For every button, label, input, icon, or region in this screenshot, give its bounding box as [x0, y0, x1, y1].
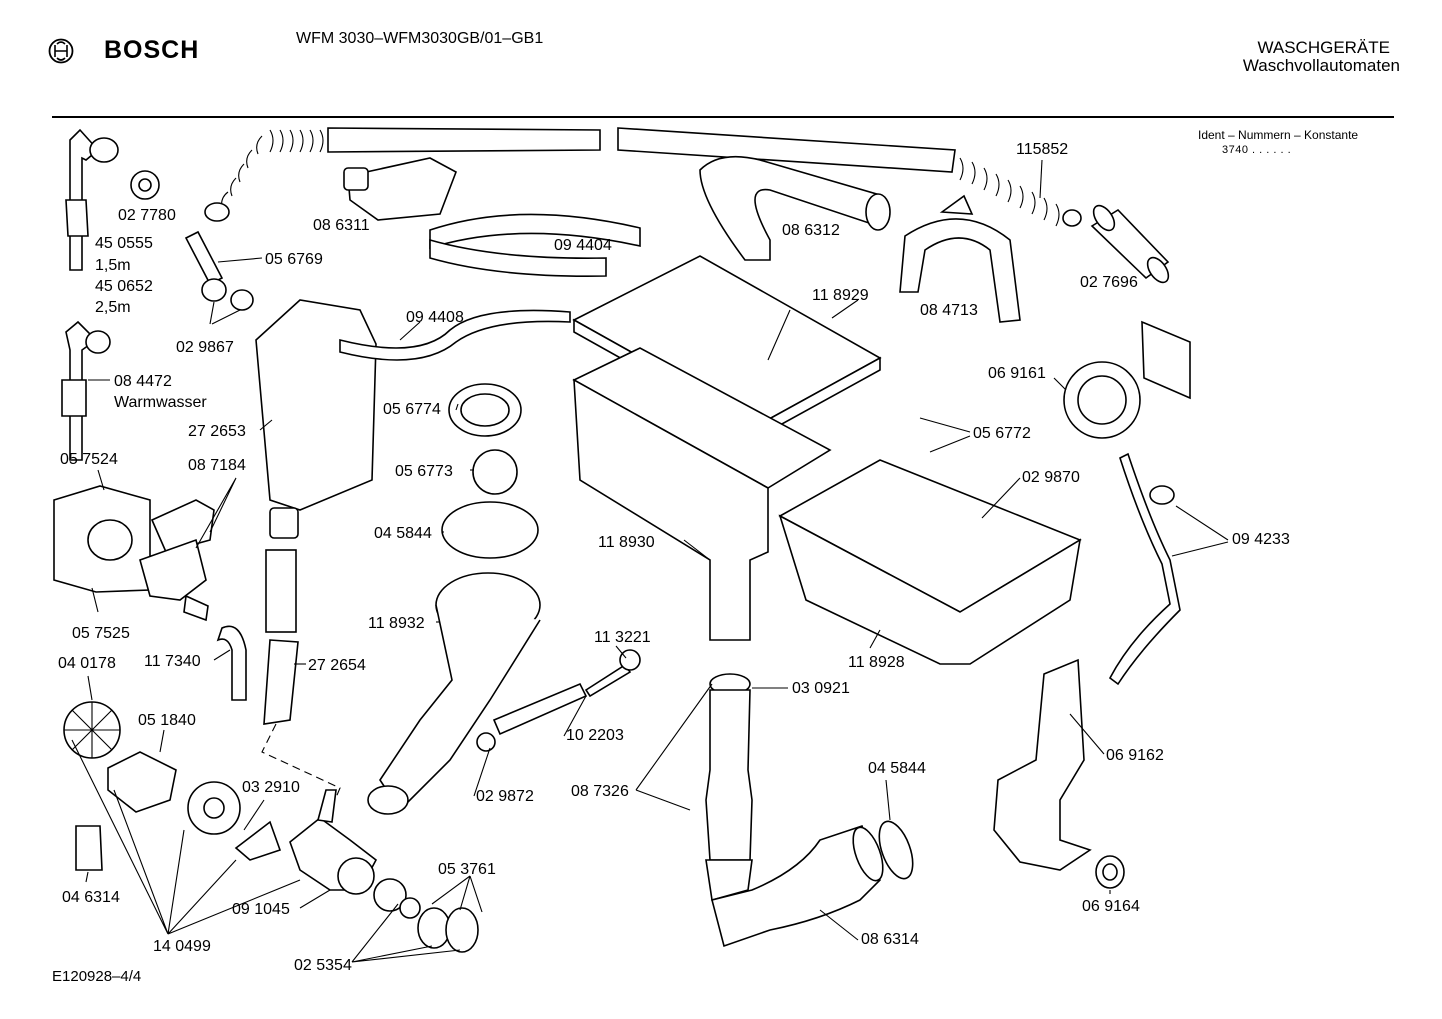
pressure-switch-069161 [1063, 320, 1191, 439]
ident-label: Ident – Nummern – Konstante [1198, 128, 1359, 142]
sump-hose-118932 [367, 572, 541, 815]
label-091045: 09 1045 [232, 901, 290, 918]
rod-102203 [476, 649, 641, 752]
housing-069162 [993, 658, 1092, 871]
label-027696: 02 7696 [1080, 274, 1138, 291]
label-118929: 11 8929 [812, 287, 869, 304]
label-117340: 11 7340 [144, 653, 201, 670]
pipe-087326 [705, 673, 753, 902]
label-094233: 09 4233 [1232, 531, 1290, 548]
label-056774: 05 6774 [383, 401, 441, 418]
label-len-1-5m: 1,5m [95, 257, 131, 274]
label-030921: 03 0921 [792, 680, 850, 697]
bracket-084713 [899, 194, 1021, 323]
label-046314: 04 6314 [62, 889, 120, 906]
label-029872: 02 9872 [476, 788, 534, 805]
label-140499: 14 0499 [153, 938, 211, 955]
label-027780: 02 7780 [118, 207, 176, 224]
label-450555: 45 0555 [95, 235, 153, 252]
hose-094404 [429, 213, 641, 277]
header-divider [52, 116, 1394, 118]
label-102203: 10 2203 [566, 727, 624, 744]
filter-025354 [373, 878, 479, 953]
inlet-hose-long [204, 127, 956, 222]
label-069162: 06 9162 [1106, 747, 1164, 764]
inlet-hose-450555 [65, 128, 119, 271]
label-045844-a: 04 5844 [374, 525, 432, 542]
label-084472: 08 4472 [114, 373, 172, 390]
label-051840: 05 1840 [138, 712, 196, 729]
cover-032910 [234, 820, 282, 861]
ball-056773 [472, 449, 518, 495]
brand-name: BOSCH [104, 36, 200, 64]
label-032910: 03 2910 [242, 779, 300, 796]
fan-040178 [63, 701, 121, 759]
label-087326: 08 7326 [571, 783, 629, 800]
cap-069164 [1095, 855, 1125, 889]
tube-094408 [339, 309, 571, 361]
label-094404: 09 4404 [554, 237, 612, 254]
label-118930: 11 8930 [598, 534, 655, 551]
label-069161: 06 9161 [988, 365, 1046, 382]
leader-lines [71, 159, 1229, 963]
label-272653: 27 2653 [188, 423, 246, 440]
label-086311: 08 6311 [313, 217, 370, 234]
label-087184: 08 7184 [188, 457, 246, 474]
label-450652: 45 0652 [95, 278, 153, 295]
label-118932: 11 8932 [368, 615, 425, 632]
tank-272653 [255, 299, 377, 539]
hose-end-027696 [1062, 204, 1170, 284]
elbow-056769 [184, 230, 224, 286]
label-056769: 05 6769 [265, 251, 323, 268]
label-272654: 27 2654 [308, 657, 366, 674]
label-057524: 05 7524 [60, 451, 118, 468]
bellows-086314 [711, 824, 884, 948]
category-subtitle: Waschvollautomaten [1242, 56, 1400, 75]
label-warmwasser: Warmwasser [114, 394, 207, 411]
model-number: WFM 3030–WFM3030GB/01–GB1 [296, 30, 544, 47]
hose-094233 [1108, 452, 1181, 686]
inlet-hose-084472 [61, 320, 111, 461]
hose-086312 [699, 155, 891, 261]
label-113221: 11 3221 [594, 629, 651, 646]
clamp-045844-b [878, 820, 914, 880]
label-029870: 02 9870 [1022, 469, 1080, 486]
valve-087184 [139, 499, 215, 622]
label-053761: 05 3761 [438, 861, 496, 878]
valve-086311 [343, 157, 457, 221]
label-len-2-5m: 2,5m [95, 299, 131, 316]
seal-029867-b [230, 289, 254, 311]
hose-272654 [263, 549, 299, 725]
category-title: WASCHGERÄTE [1257, 38, 1390, 57]
bosch-armature-icon [48, 38, 74, 64]
drawing-code: E120928–4/4 [52, 968, 142, 985]
inlet-hose-coil [959, 157, 1060, 227]
label-057525: 05 7525 [72, 625, 130, 642]
ident-value: 3740 . . . . . . [1222, 144, 1292, 156]
part-labels: 02 7780 45 0555 1,5m 45 0652 2,5m 05 676… [58, 141, 1290, 974]
label-086312: 08 6312 [782, 222, 840, 239]
label-086314: 08 6314 [861, 931, 919, 948]
plate-057524 [53, 485, 151, 593]
clip-046314 [75, 825, 103, 871]
label-094408: 09 4408 [406, 309, 464, 326]
label-118928: 11 8928 [848, 654, 905, 671]
label-029867: 02 9867 [176, 339, 234, 356]
label-084713: 08 4713 [920, 302, 978, 319]
hose-117340 [216, 625, 247, 701]
drawer-118928 [778, 459, 1082, 665]
label-056773: 05 6773 [395, 463, 453, 480]
clamp-045844-a [441, 501, 539, 559]
motor-051840 [107, 751, 177, 813]
seal-029867-a [201, 278, 227, 302]
pump-091045 [289, 789, 378, 895]
label-115852: 115852 [1016, 141, 1068, 158]
label-040178: 04 0178 [58, 655, 116, 672]
dispenser-housing-118930 [572, 347, 832, 641]
label-056772: 05 6772 [973, 425, 1031, 442]
label-045844-b: 04 5844 [868, 760, 926, 777]
label-025354: 02 5354 [294, 957, 352, 974]
label-069164: 06 9164 [1082, 898, 1140, 915]
